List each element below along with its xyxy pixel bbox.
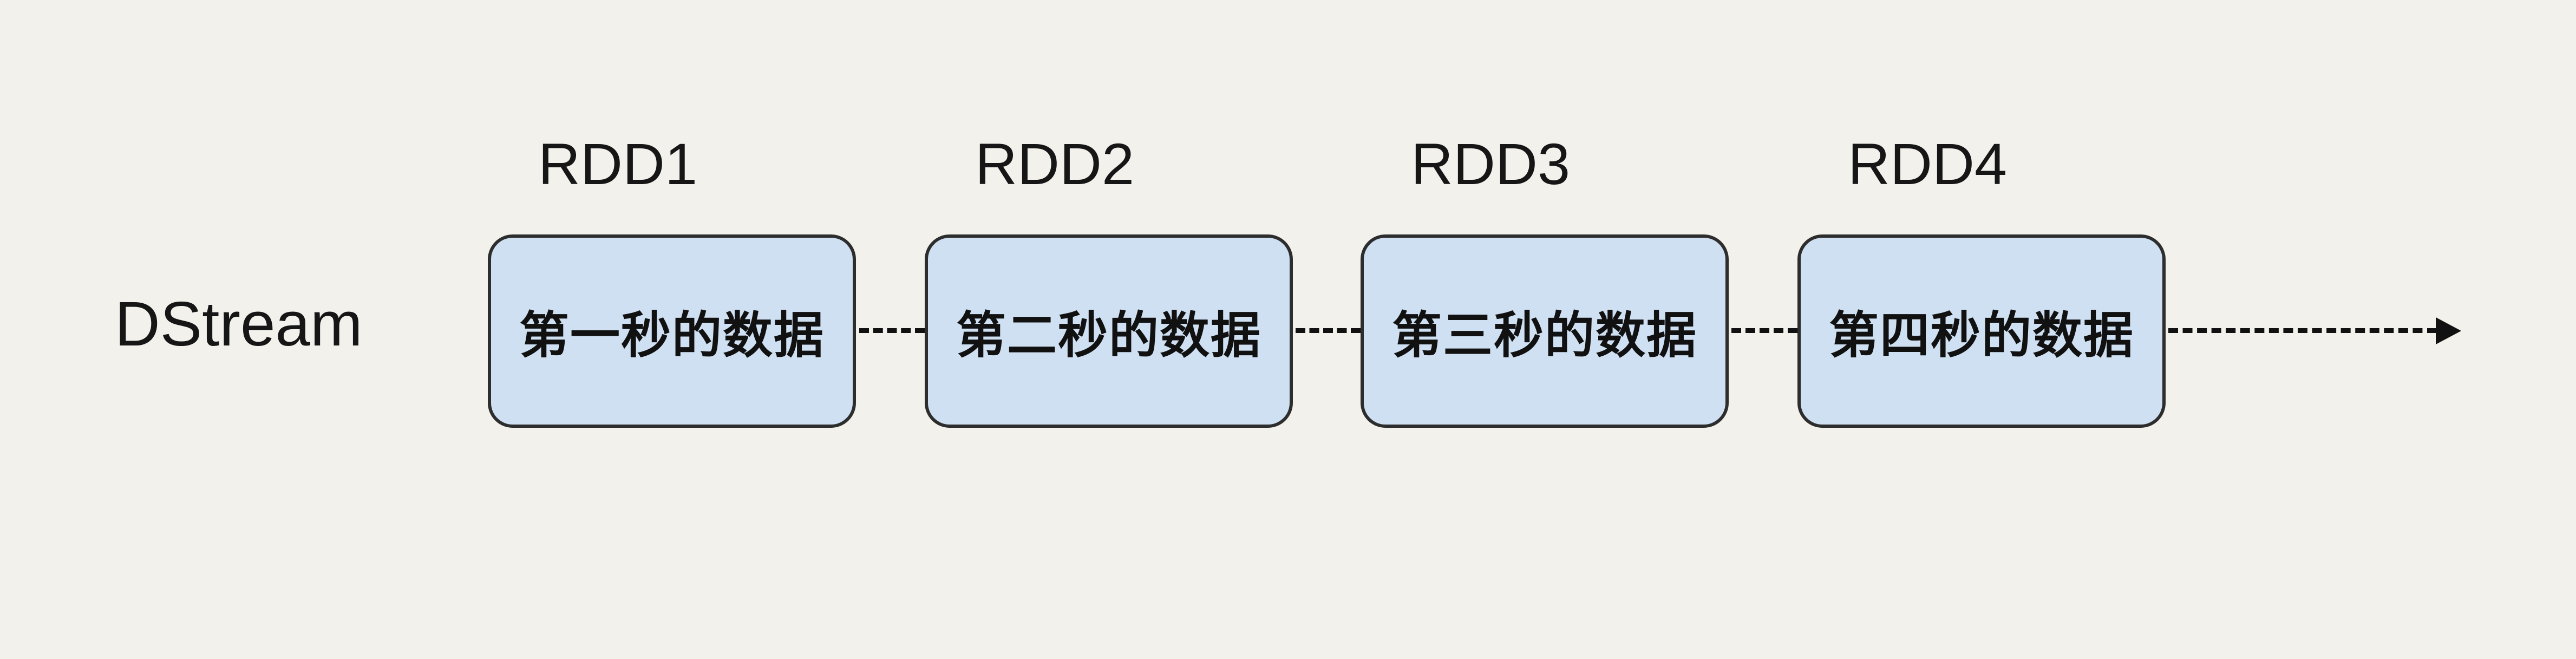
dashed-connector-2 [1296, 328, 1361, 333]
rdd3-box: 第三秒的数据 [1361, 234, 1729, 428]
rdd-unit-4: RDD4 第四秒的数据 [1797, 0, 2166, 659]
rdd2-label: RDD2 [975, 131, 1135, 197]
dashed-tail-line [2168, 328, 2437, 333]
rdd1-label: RDD1 [538, 131, 698, 197]
rdd2-box-text: 第二秒的数据 [956, 308, 1261, 363]
rdd-unit-1: RDD1 第一秒的数据 [488, 0, 856, 659]
rdd4-box-text: 第四秒的数据 [1828, 308, 2134, 363]
rdd1-box-text: 第一秒的数据 [519, 308, 825, 363]
rdd2-box: 第二秒的数据 [925, 234, 1293, 428]
dashed-connector-3 [1731, 328, 1797, 333]
rdd3-box-text: 第三秒的数据 [1391, 308, 1697, 363]
rdd-unit-2: RDD2 第二秒的数据 [925, 0, 1293, 659]
rdd3-label: RDD3 [1410, 131, 1571, 197]
dstream-label: DStream [115, 289, 363, 359]
rdd-unit-3: RDD3 第三秒的数据 [1361, 0, 1729, 659]
rdd1-box: 第一秒的数据 [488, 234, 856, 428]
dashed-connector-1 [859, 328, 925, 333]
rdd4-box: 第四秒的数据 [1797, 234, 2166, 428]
rdd4-label: RDD4 [1847, 131, 2008, 197]
arrow-head-icon [2436, 317, 2461, 344]
